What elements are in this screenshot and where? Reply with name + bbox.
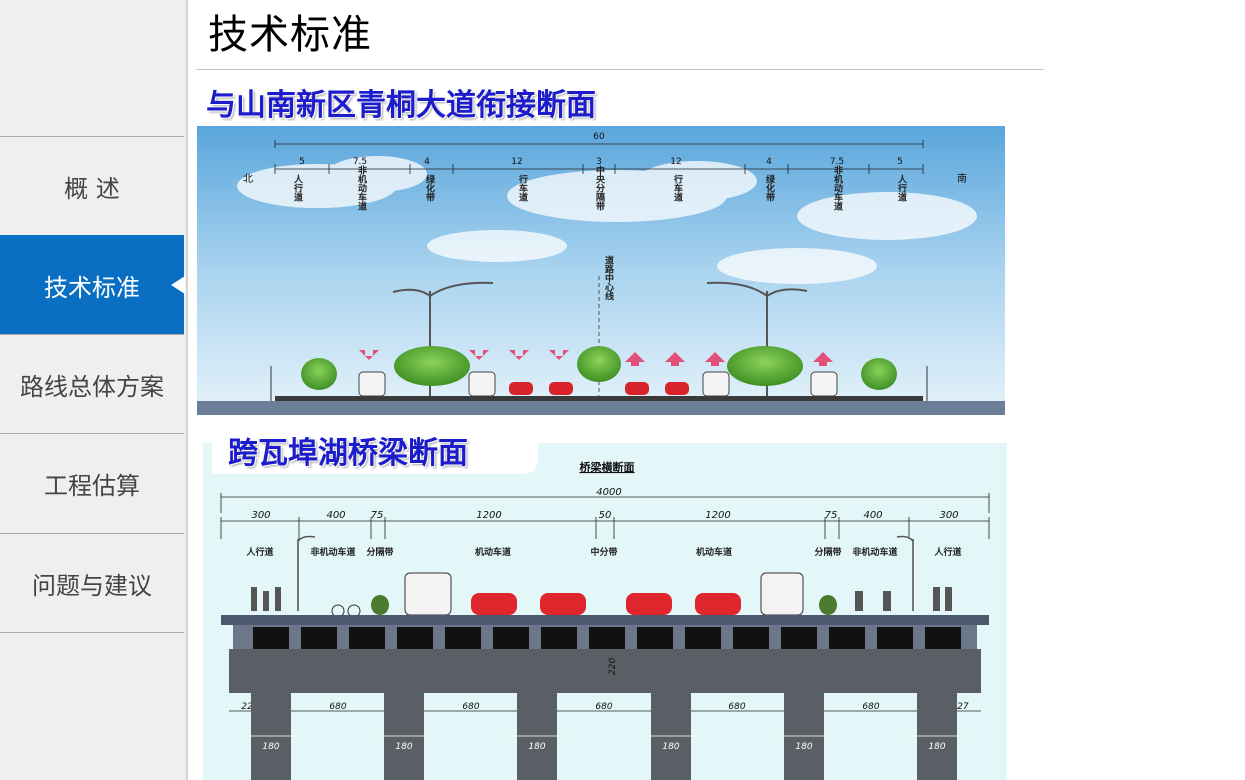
pier-spacing-label: 227 [951, 702, 968, 712]
nav-item-cost-estimate[interactable]: 工程估算 [0, 433, 184, 532]
nav-item-issues-suggestions[interactable]: 问题与建议 [0, 533, 184, 632]
pier-width-label: 180 [928, 742, 945, 752]
bridge-segment-name-label: 分隔带 [366, 546, 393, 558]
segment-name-label: 人行道 [896, 173, 908, 202]
bridge-segment-width-label: 1200 [476, 510, 501, 521]
pedestrian-icons [251, 587, 952, 611]
sidebar-border [186, 0, 188, 780]
pier-width-label: 180 [262, 742, 279, 752]
bridge-segment-name-label: 人行道 [933, 546, 961, 558]
bridge-segment-width-label: 1200 [705, 510, 730, 521]
segment-name-label: 非机动车道 [356, 164, 367, 211]
bridge-segment-name-label: 非机动车道 [852, 546, 897, 558]
bridge-segment-width-label: 300 [939, 510, 958, 521]
bridge-segment-width-label: 75 [371, 510, 384, 521]
segment-width-label: 4 [766, 157, 772, 167]
segment-name-label: 绿化带 [764, 173, 775, 202]
cloud-decoration [237, 156, 977, 284]
vehicle-icons [358, 371, 838, 397]
pier-spacing-label: 680 [595, 702, 612, 712]
bridge-total-width-label: 4000 [596, 487, 621, 498]
bridge-segment-name-label: 非机动车道 [310, 546, 355, 558]
segment-name-label: 中央分隔带 [594, 164, 605, 211]
bridge-segment-width-label: 400 [863, 510, 882, 521]
segment-width-label: 3 [596, 157, 602, 167]
segment-width-label: 7.5 [830, 157, 844, 167]
segment-name-label: 绿化带 [424, 173, 435, 202]
bridge-heading-backdrop [212, 426, 538, 474]
page-title: 技术标准 [208, 12, 372, 58]
bridge-segment-name-label: 机动车道 [475, 546, 511, 558]
segment-width-label: 7.5 [353, 157, 367, 167]
bridge-segment-width-label: 75 [825, 510, 838, 521]
north-label: 北 [243, 173, 253, 185]
segment-name-label: 人行道 [292, 173, 304, 202]
pier-width-label: 180 [528, 742, 545, 752]
pier-width-label: 180 [395, 742, 412, 752]
tree-icon [301, 346, 897, 390]
street-lamp-icon [297, 535, 914, 611]
pier-spacing-label: 680 [462, 702, 479, 712]
pier-spacing-label: 227 [241, 702, 258, 712]
segment-name-label: 非机动车道 [832, 164, 843, 211]
bridge-segment-name-label: 分隔带 [814, 546, 841, 558]
pier-spacing-label: 680 [862, 702, 879, 712]
segment-width-label: 12 [670, 157, 681, 167]
segment-width-label: 5 [897, 157, 903, 167]
bridge-segment-width-label: 400 [326, 510, 345, 521]
nav-divider [0, 632, 184, 633]
section-heading-road-junction: 与山南新区青桐大道衔接断面 [206, 88, 596, 123]
pier-width-label: 180 [795, 742, 812, 752]
bridge-cross-section-figure: 桥梁横断面 4000 300 400 75 1200 50 1200 75 40… [203, 443, 1007, 780]
bridge-segment-name-label: 人行道 [245, 546, 273, 558]
bridge-figure-subtitle: 桥梁横断面 [580, 460, 635, 474]
bridge-vehicle-icons [404, 572, 804, 616]
nav-item-overview[interactable]: 概 述 [0, 136, 184, 235]
segment-name-label: 行车道 [517, 173, 529, 202]
girder-height-label: 220 [608, 658, 618, 675]
title-divider [196, 69, 1044, 70]
segment-width-label: 5 [299, 157, 305, 167]
sidebar-nav: 概 述 技术标准 路线总体方案 工程估算 问题与建议 [0, 0, 186, 780]
nav-item-route-overall-plan[interactable]: 路线总体方案 [0, 334, 184, 433]
pier-spacing-label: 680 [728, 702, 745, 712]
pier-spacing-label: 680 [329, 702, 346, 712]
traffic-direction-arrows [359, 350, 833, 366]
south-label: 南 [957, 172, 967, 185]
shrub-icon [371, 595, 837, 615]
bridge-segment-name-label: 中分带 [590, 546, 617, 558]
bridge-segment-name-label: 机动车道 [696, 546, 732, 558]
pier-width-label: 180 [662, 742, 679, 752]
total-width-label: 60 [593, 132, 605, 142]
bridge-segment-width-label: 300 [251, 510, 270, 521]
centerline-label: 道路中心线 [603, 254, 614, 301]
road-cross-section-figure: 60 5 7.5 4 12 3 12 4 7.5 5 北 南 人行道 非机动车道… [197, 126, 1005, 415]
segment-width-label: 12 [511, 157, 522, 167]
segment-name-label: 行车道 [672, 173, 684, 202]
bridge-piers [251, 693, 957, 780]
nav-item-technical-standards[interactable]: 技术标准 [0, 235, 185, 334]
segment-width-label: 4 [424, 157, 430, 167]
bridge-segment-width-label: 50 [599, 510, 612, 521]
section-heading-bridge: 跨瓦埠湖桥梁断面 [228, 436, 468, 471]
